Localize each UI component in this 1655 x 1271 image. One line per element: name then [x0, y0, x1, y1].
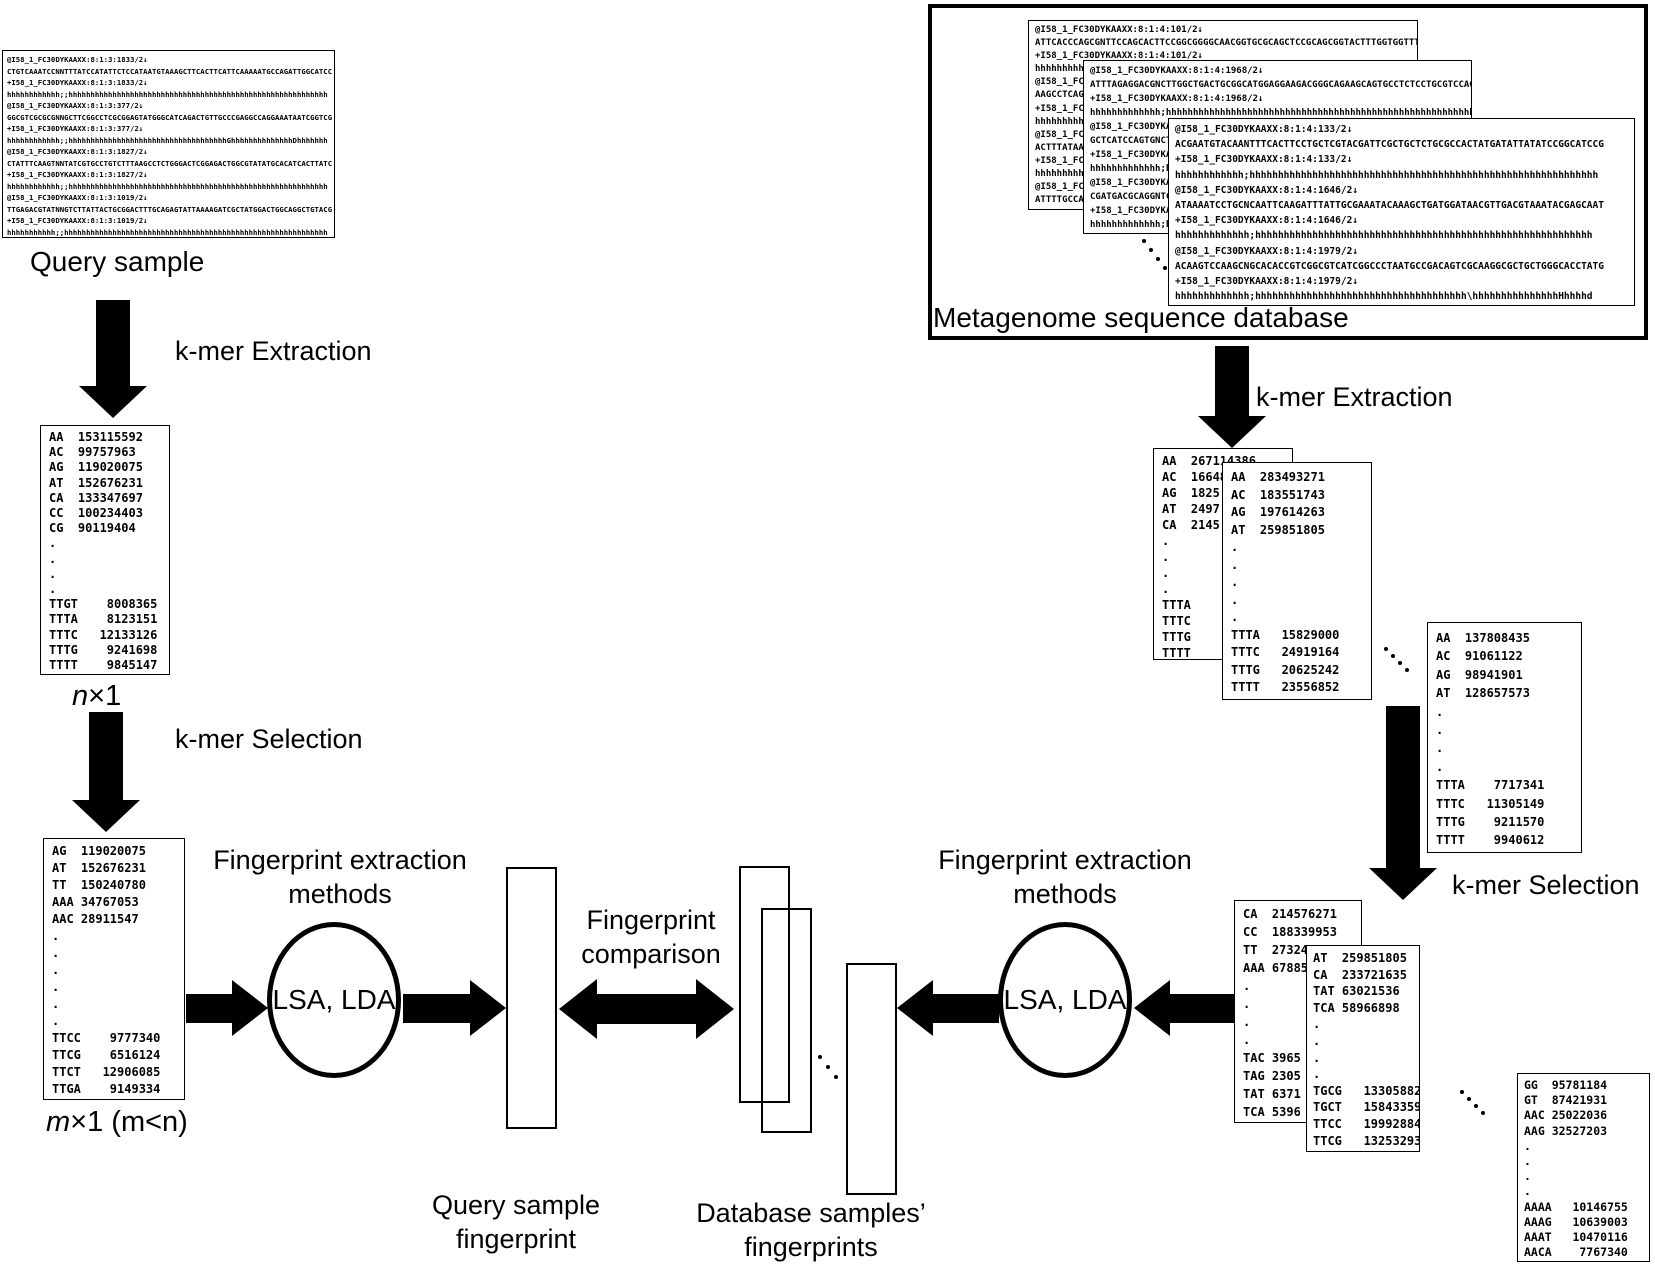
right-arrow-icon — [232, 980, 268, 1036]
fingerprint-extraction-right-label: Fingerprint extraction methods — [935, 843, 1195, 911]
ellipsis-dot — [1405, 668, 1409, 672]
db-fingerprint-rect-2 — [761, 908, 812, 1133]
lsa-lda-label: LSA, LDA — [1003, 984, 1127, 1015]
query-sample-label: Query sample — [30, 246, 205, 277]
lsa-lda-circle-left: LSA, LDA — [267, 922, 401, 1078]
left-arrow-icon — [559, 979, 597, 1039]
down-arrow-shaft — [96, 300, 130, 386]
db-fingerprint-rect-3 — [846, 963, 897, 1195]
left-arrow-icon — [1134, 980, 1170, 1036]
query-fingerprint-line2: fingerprint — [455, 1224, 577, 1254]
fingerprint-comparison-line2: comparison — [581, 939, 721, 969]
kmer-table-db-all-third: AA 137808435 AC 91061122 AG 98941901 AT … — [1427, 622, 1582, 853]
kmer-extraction-left-label: k-mer Extraction — [175, 336, 372, 366]
ellipsis-dot — [1467, 1097, 1471, 1101]
kmer-table-query-all: AA 153115592 AC 99757963 AG 119020075 AT… — [40, 425, 170, 675]
lsa-lda-label: LSA, LDA — [272, 984, 396, 1015]
fingerprint-extraction-line2: methods — [288, 879, 392, 909]
down-arrow-icon — [1198, 416, 1266, 448]
ellipsis-dot — [834, 1075, 838, 1079]
right-arrow-shaft — [186, 994, 234, 1023]
db-fingerprint-rect-1 — [739, 866, 790, 1103]
kmer-table-query-selected: AG 119020075 AT 152676231 TT 150240780 A… — [43, 838, 185, 1100]
left-arrow-shaft — [1168, 994, 1235, 1023]
left-arrow-shaft — [931, 994, 999, 1023]
double-arrow-shaft — [596, 994, 697, 1024]
fingerprint-comparison-label: Fingerprint comparison — [563, 903, 739, 971]
metagenome-db-box — [928, 4, 1648, 340]
ellipsis-dot — [1391, 654, 1395, 658]
ellipsis-dot — [818, 1055, 822, 1059]
ellipsis-dot — [1384, 647, 1388, 651]
down-arrow-icon — [72, 800, 140, 832]
fingerprint-comparison-line1: Fingerprint — [586, 905, 716, 935]
left-arrow-icon — [897, 980, 933, 1036]
fingerprint-extraction-line1: Fingerprint extraction — [213, 845, 467, 875]
database-fingerprints-line2: fingerprints — [744, 1232, 878, 1262]
kmer-table-db-selected-third: GG 95781184 GT 87421931 AAC 25022036 AAG… — [1517, 1073, 1650, 1262]
kmer-selection-right-label: k-mer Selection — [1452, 870, 1640, 900]
m-variable: m — [46, 1106, 71, 1138]
right-arrow-icon — [470, 980, 506, 1036]
down-arrow-icon — [1369, 868, 1437, 900]
ellipsis-dot — [1142, 239, 1146, 243]
ellipsis-dot — [826, 1065, 830, 1069]
lsa-lda-circle-right: LSA, LDA — [998, 922, 1132, 1078]
database-fingerprints-line1: Database samples’ — [696, 1198, 926, 1228]
ellipsis-dot — [1149, 248, 1153, 252]
down-arrow-shaft — [89, 712, 123, 800]
kmer-table-db-all-front: AA 283493271 AC 183551743 AG 197614263 A… — [1222, 462, 1372, 700]
n-variable: n — [72, 680, 89, 712]
metagenome-db-label: Metagenome sequence database — [933, 302, 1349, 333]
query-fingerprint-line1: Query sample — [431, 1190, 601, 1220]
query-fastq-box: @I58_1_FC30DYKAAXX:8:1:3:1833/2↓ CTGTCAA… — [2, 50, 335, 238]
kmer-extraction-right-label: k-mer Extraction — [1256, 382, 1453, 412]
right-arrow-icon — [696, 979, 734, 1039]
right-arrow-shaft — [403, 994, 472, 1023]
fingerprint-extraction-left-label: Fingerprint extraction methods — [210, 843, 470, 911]
ellipsis-dot — [1474, 1104, 1478, 1108]
m-by-1-label: m×1 (m<n) — [46, 1106, 188, 1139]
query-fingerprint-label: Query sample fingerprint — [410, 1188, 622, 1256]
ellipsis-dot — [1460, 1090, 1464, 1094]
kmer-selection-left-label: k-mer Selection — [175, 724, 363, 754]
fingerprint-extraction-line1: Fingerprint extraction — [938, 845, 1192, 875]
query-fingerprint-rect — [506, 867, 557, 1129]
database-fingerprints-label: Database samples’ fingerprints — [680, 1196, 942, 1264]
n-by-1-label: n×1 — [72, 680, 121, 713]
ellipsis-dot — [1398, 661, 1402, 665]
ellipsis-dot — [1156, 257, 1160, 261]
down-arrow-shaft — [1215, 346, 1249, 416]
kmer-table-db-selected-front: AT 259851805 CA 233721635 TAT 63021536 T… — [1306, 945, 1420, 1152]
ellipsis-dot — [1481, 1111, 1485, 1115]
n-rest: ×1 — [88, 680, 122, 712]
down-arrow-shaft — [1386, 706, 1420, 868]
db-fastq-box-3: @I58_1_FC30DYKAAXX:8:1:4:133/2↓ ACGAATGT… — [1168, 118, 1635, 306]
down-arrow-icon — [79, 386, 147, 418]
fingerprint-extraction-line2: methods — [1013, 879, 1117, 909]
ellipsis-dot — [1163, 266, 1167, 270]
m-rest: ×1 (m<n) — [70, 1106, 188, 1138]
